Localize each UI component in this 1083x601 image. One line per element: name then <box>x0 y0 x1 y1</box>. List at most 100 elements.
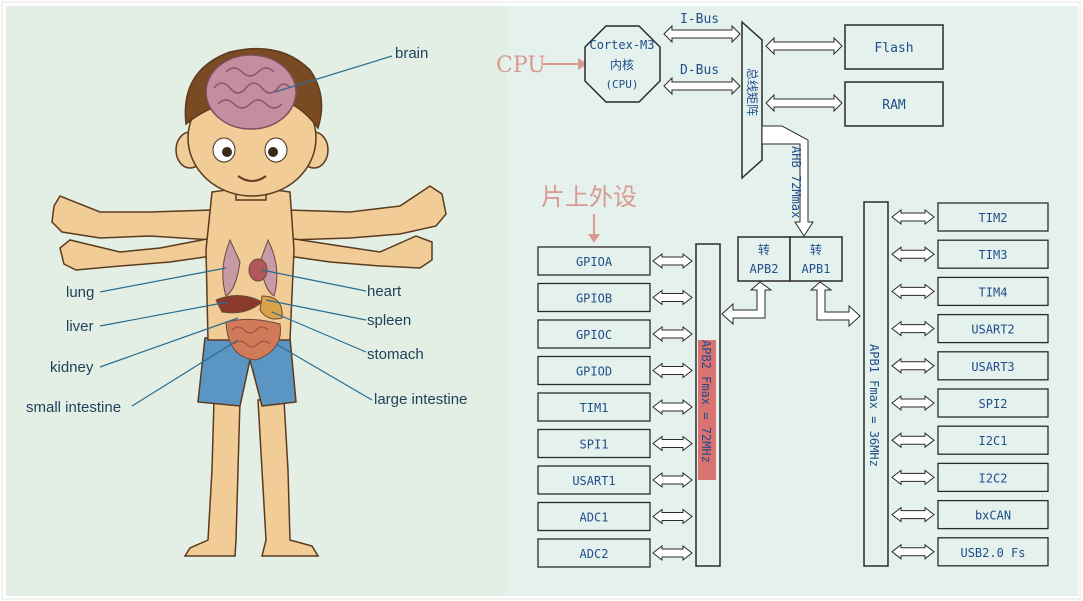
apb1-arrow-i2c1 <box>891 432 935 449</box>
apb1-label-spi2: SPI2 <box>979 397 1008 411</box>
face <box>212 137 288 182</box>
apb2-label-gpioc: GPIOC <box>576 328 612 342</box>
dbus-arrow <box>663 76 741 96</box>
cortex-core <box>584 25 661 103</box>
apb1-arrow-tim4 <box>891 283 935 300</box>
bridge-apb2-bottom: APB2 <box>750 262 779 276</box>
apb2-box-gpiob <box>537 282 651 313</box>
apb2-box-adc1 <box>537 501 651 532</box>
lung-label: lung <box>66 284 94 301</box>
apb1-label-tim4: TIM4 <box>979 285 1008 299</box>
apb2-label-spi1: SPI1 <box>580 438 609 452</box>
apb2-label-adc2: ADC2 <box>580 547 609 561</box>
bus-matrix <box>741 20 763 180</box>
apb2-bus-label: APB2 Fmax = 72MHz <box>699 340 713 463</box>
apb2-label-adc1: ADC1 <box>580 511 609 525</box>
cpu-annotation: CPU <box>496 53 546 78</box>
ram-box <box>844 81 944 127</box>
apb1-box-i2c2 <box>937 462 1049 493</box>
apb1-box-tim2 <box>937 202 1049 232</box>
apb1-arrow-usart3 <box>891 357 935 374</box>
right-upper-arm <box>287 185 447 241</box>
apb2-bridge-arrow <box>721 281 773 326</box>
shorts <box>197 337 297 407</box>
bus-matrix-label: 总线矩阵 <box>745 68 759 116</box>
apb2-label-usart1: USART1 <box>572 474 615 488</box>
apb1-arrow-usart2 <box>891 320 935 337</box>
apb1-bus-label: APB1 Fmax = 36MHz <box>867 344 881 467</box>
apb2-box-gpioa <box>537 246 651 276</box>
apb2-arrow-gpiob <box>652 289 693 306</box>
apb2-arrow-gpiod <box>652 362 693 379</box>
ram-arrow <box>765 93 843 113</box>
apb2-arrow-adc2 <box>652 544 693 562</box>
apb1-label-usart3: USART3 <box>971 360 1014 374</box>
apb1-box-tim3 <box>937 239 1049 269</box>
apb1-box-bxcan <box>937 499 1049 530</box>
apb2-peripherals: GPIOAGPIOBGPIOCGPIODTIM1SPI1USART1ADC1AD… <box>537 246 693 568</box>
kidney-label: kidney <box>50 359 94 376</box>
apb1-bus <box>863 201 889 567</box>
core-label-line2: 内核 <box>610 58 634 72</box>
bridge-apb1-bottom: APB1 <box>802 262 831 276</box>
left-lower-arm <box>59 237 213 271</box>
apb1-box-usart3 <box>937 351 1049 381</box>
apb2-arrow-usart1 <box>652 471 693 489</box>
apb2-arrow-tim1 <box>652 398 693 416</box>
spleen-label: spleen <box>367 312 411 329</box>
apb2-arrow-spi1 <box>652 435 693 452</box>
bridge-apb2-top: 转 <box>758 242 770 257</box>
apb1-arrow-usb2-0-fs <box>891 543 935 560</box>
bridge-apb2 <box>737 236 791 282</box>
large-intestine-label: large intestine <box>374 391 467 408</box>
apb2-arrow-adc1 <box>652 508 693 525</box>
left-lung <box>222 238 241 297</box>
right-lower-arm <box>287 235 433 269</box>
liver-label: liver <box>66 318 94 335</box>
left-leg <box>183 399 241 557</box>
pointer-lines <box>99 55 393 407</box>
ram-label: RAM <box>882 98 906 113</box>
apb2-highlight <box>698 340 716 480</box>
apb1-peripherals: TIM2TIM3TIM4USART2USART3SPI2I2C1I2C2bxCA… <box>891 202 1049 567</box>
apb2-label-gpioa: GPIOA <box>576 255 613 269</box>
apb1-arrow-tim2 <box>891 208 935 226</box>
apb1-label-usart2: USART2 <box>971 323 1014 337</box>
apb1-box-i2c1 <box>937 425 1049 455</box>
apb1-label-usb2-0-fs: USB2.0 Fs <box>960 546 1025 560</box>
brain-organ <box>205 54 297 130</box>
apb1-bridge-arrow <box>809 281 861 328</box>
apb1-arrow-bxcan <box>891 506 935 523</box>
cpu-annotation-arrowhead <box>578 58 588 70</box>
apb1-arrow-tim3 <box>891 246 935 263</box>
ahb-label: AHB 72Mmax <box>789 146 803 218</box>
apb1-box-usart2 <box>937 313 1049 344</box>
flash-box <box>844 24 944 70</box>
apb1-box-tim4 <box>937 276 1049 307</box>
apb1-label-i2c1: I2C1 <box>979 434 1008 448</box>
right-leg <box>257 399 320 557</box>
ibus-label: I-Bus <box>680 12 719 27</box>
apb1-box-spi2 <box>937 388 1049 418</box>
apb2-label-tim1: TIM1 <box>580 401 609 415</box>
apb1-arrow-spi2 <box>891 394 935 412</box>
organs <box>215 238 283 361</box>
ibus-arrow <box>663 24 741 44</box>
apb2-arrow-gpioa <box>652 252 693 270</box>
apb1-label-i2c2: I2C2 <box>979 471 1008 485</box>
apb2-label-gpiod: GPIOD <box>576 365 612 379</box>
apb1-label-bxcan: bxCAN <box>975 509 1011 523</box>
bridge-apb1 <box>789 236 843 282</box>
heart-organ <box>248 258 268 282</box>
apb2-box-gpiod <box>537 355 651 386</box>
flash-arrow <box>765 36 843 56</box>
heart-label: heart <box>367 283 402 300</box>
ahb-arrow <box>761 125 814 237</box>
apb1-label-tim3: TIM3 <box>979 248 1008 262</box>
apb1-box-usb2-0-fs <box>937 537 1049 567</box>
apb2-box-usart1 <box>537 465 651 495</box>
small-intestine-label: small intestine <box>26 399 121 416</box>
apb1-arrow-i2c2 <box>891 469 935 486</box>
